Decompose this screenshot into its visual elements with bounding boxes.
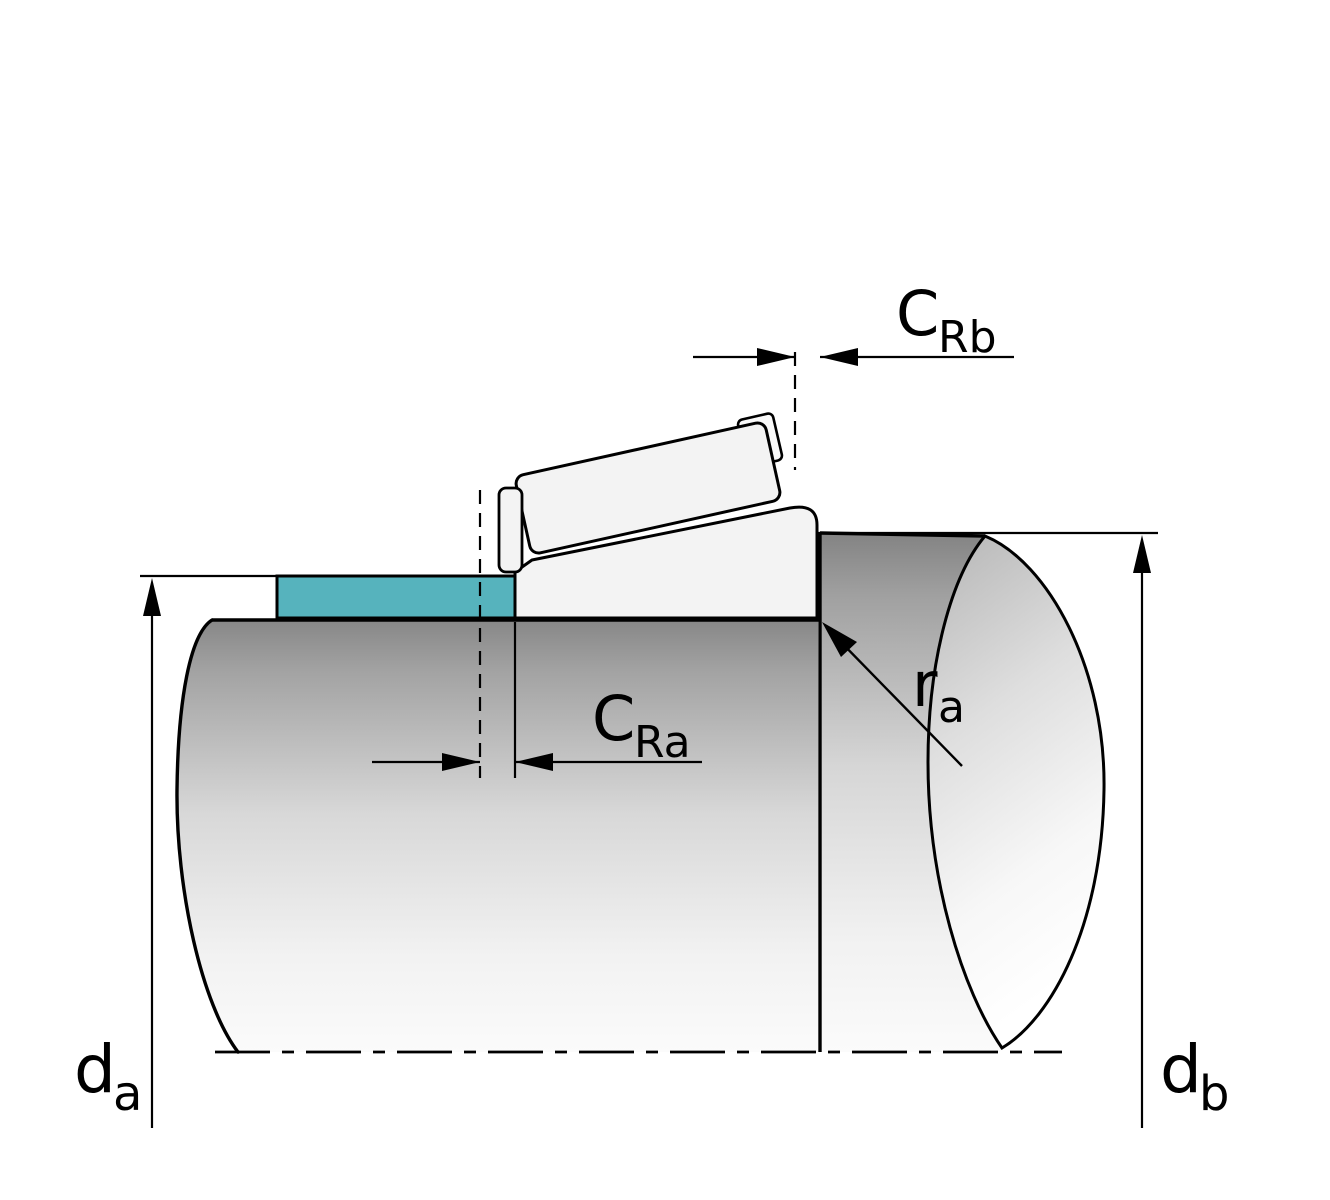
arrowhead-crb-left [757, 348, 795, 366]
label-ra-main: r [912, 648, 938, 721]
abutment-spacer [275, 574, 517, 620]
arrowhead-cra-right [515, 753, 553, 771]
label-crb-sub: Rb [938, 312, 997, 363]
arrowhead-da [143, 578, 161, 616]
arrowhead-crb-right [820, 348, 858, 366]
label-db-sub: b [1199, 1066, 1229, 1122]
bearing-inner-ring [513, 505, 819, 620]
dimension-db [1133, 535, 1151, 1128]
shaft-left-edge [175, 618, 240, 1054]
arrowhead-db [1133, 535, 1151, 573]
dimension-cra [372, 753, 702, 771]
label-db-main: d [1160, 1031, 1202, 1108]
label-ra-sub: a [938, 682, 965, 733]
leader-ra [822, 622, 963, 767]
arrowhead-cra-left [442, 753, 480, 771]
inner-ring-front-rib [497, 486, 524, 574]
dimension-crb [693, 348, 1014, 366]
dimension-da [143, 578, 161, 1128]
label-cra-main: C [592, 682, 635, 755]
label-da-sub: a [113, 1066, 142, 1122]
label-da-main: d [74, 1031, 116, 1108]
arrowhead-ra [822, 622, 857, 657]
label-cra-sub: Ra [634, 717, 691, 768]
shaft-seat-section [176, 620, 818, 1052]
shaft-end-face [926, 534, 1106, 1051]
label-crb-main: C [896, 277, 939, 350]
